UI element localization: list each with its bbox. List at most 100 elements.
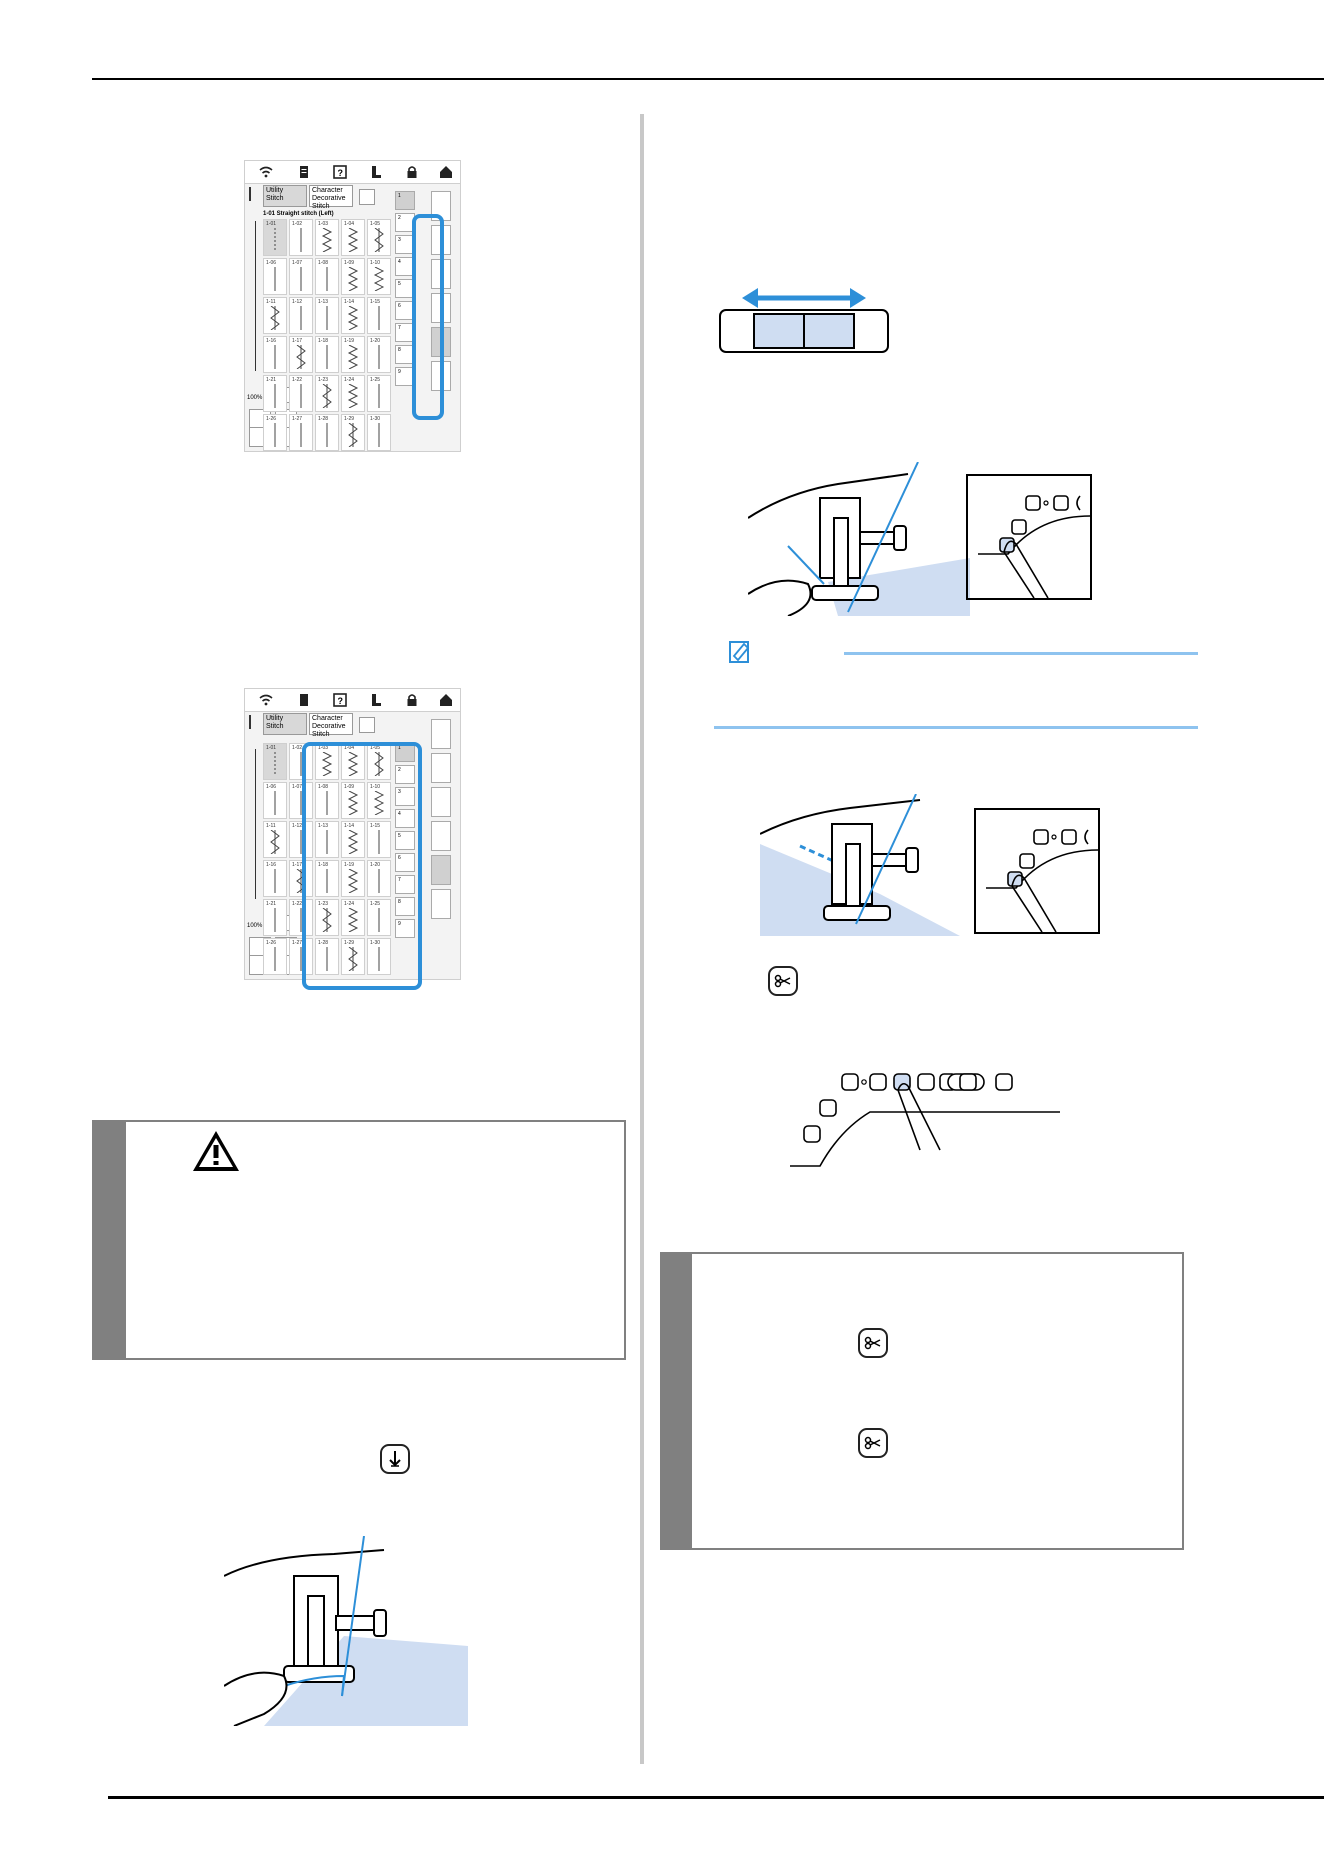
twin-needle-button[interactable] [431, 787, 451, 817]
help-icon[interactable]: ? [333, 165, 347, 179]
stitch-cell[interactable]: 1-23 [315, 899, 339, 936]
lock-icon[interactable] [405, 693, 419, 707]
category-button[interactable]: 8 [395, 897, 415, 916]
thread-cutter-button-note-1[interactable] [858, 1328, 888, 1358]
stitch-cell[interactable]: 1-28 [315, 938, 339, 975]
stitch-cell[interactable]: 1-12 [289, 821, 313, 858]
stitch-cell[interactable]: 1-20 [367, 860, 391, 897]
stitch-cell[interactable]: 1-09 [341, 782, 365, 819]
home-icon[interactable] [439, 165, 453, 179]
stitch-cell[interactable]: 1-01 [263, 743, 287, 780]
stitch-cell[interactable]: 1-09 [341, 258, 365, 295]
tab-character-decorative[interactable]: Character Decorative Stitch [309, 713, 353, 738]
thread-cutter-button[interactable] [768, 966, 798, 996]
stitch-cell[interactable]: 1-03 [315, 743, 339, 780]
stitch-cell[interactable]: 1-06 [263, 782, 287, 819]
page-icon[interactable] [297, 165, 311, 179]
stitch-cell[interactable]: 1-08 [315, 258, 339, 295]
category-button[interactable]: 6 [395, 853, 415, 872]
stitch-cell[interactable]: 1-13 [315, 297, 339, 334]
stitch-cell[interactable]: 1-08 [315, 782, 339, 819]
needle-position-button[interactable] [380, 1444, 410, 1474]
stitch-cell[interactable]: 1-02 [289, 219, 313, 256]
category-button[interactable]: 3 [395, 787, 415, 806]
stitch-cell[interactable]: 1-16 [263, 860, 287, 897]
category-button[interactable]: 6 [395, 301, 415, 320]
stitch-cell[interactable]: 1-17 [289, 336, 313, 373]
stitch-cell[interactable]: 1-04 [341, 219, 365, 256]
stitch-book-button[interactable] [359, 717, 375, 733]
category-button[interactable]: 4 [395, 809, 415, 828]
stitch-cell[interactable]: 1-26 [263, 938, 287, 975]
presser-foot-icon[interactable] [369, 693, 383, 707]
stitch-cell[interactable]: 1-29 [341, 938, 365, 975]
category-button[interactable]: 2 [395, 765, 415, 784]
home-icon[interactable] [439, 693, 453, 707]
memory-button[interactable] [431, 821, 451, 851]
stitch-cell[interactable]: 1-11 [263, 821, 287, 858]
sewing-end-illustration [760, 794, 960, 936]
stitch-cell[interactable]: 1-05 [367, 219, 391, 256]
stitch-cell[interactable]: 1-05 [367, 743, 391, 780]
category-button[interactable]: 7 [395, 875, 415, 894]
stitch-cell[interactable]: 1-21 [263, 375, 287, 412]
tab-character-decorative[interactable]: Character Decorative Stitch [309, 185, 353, 210]
stitch-cell[interactable]: 1-06 [263, 258, 287, 295]
stitch-cell[interactable]: 1-18 [315, 336, 339, 373]
stitch-cell[interactable]: 1-15 [367, 821, 391, 858]
stitch-cell[interactable]: 1-07 [289, 258, 313, 295]
page-icon[interactable] [297, 693, 311, 707]
stitch-cell[interactable]: 1-30 [367, 938, 391, 975]
stitch-cell[interactable]: 1-17 [289, 860, 313, 897]
category-button[interactable]: 1 [395, 191, 415, 210]
lock-icon[interactable] [405, 165, 419, 179]
single-double-button[interactable] [431, 719, 451, 749]
category-button[interactable]: 8 [395, 345, 415, 364]
stitch-cell[interactable]: 1-30 [367, 414, 391, 451]
stitch-cell[interactable]: 1-07 [289, 782, 313, 819]
category-button[interactable]: 5 [395, 279, 415, 298]
stitch-cell[interactable]: 1-21 [263, 899, 287, 936]
wifi-icon[interactable] [259, 693, 273, 707]
stitch-cell[interactable]: 1-24 [341, 899, 365, 936]
stitch-cell[interactable]: 1-19 [341, 860, 365, 897]
thread-cutter-button-note-2[interactable] [858, 1428, 888, 1458]
stitch-cell[interactable]: 1-13 [315, 821, 339, 858]
stitch-cell[interactable]: 1-18 [315, 860, 339, 897]
help-icon[interactable]: ? [333, 693, 347, 707]
stitch-cell[interactable]: 1-22 [289, 375, 313, 412]
category-button[interactable]: 5 [395, 831, 415, 850]
mirror-button[interactable] [431, 753, 451, 783]
tab-utility-stitch[interactable]: Utility Stitch [263, 713, 307, 735]
stitch-cell[interactable]: 1-15 [367, 297, 391, 334]
stitch-cell[interactable]: 1-10 [367, 782, 391, 819]
stitch-cell[interactable]: 1-04 [341, 743, 365, 780]
favorite-button[interactable] [431, 855, 451, 885]
stitch-cell[interactable]: 1-14 [341, 821, 365, 858]
edit-button[interactable] [431, 889, 451, 919]
stitch-cell[interactable]: 1-28 [315, 414, 339, 451]
stitch-cell[interactable]: 1-27 [289, 414, 313, 451]
stitch-cell[interactable]: 1-22 [289, 899, 313, 936]
stitch-cell[interactable]: 1-25 [367, 899, 391, 936]
stitch-cell[interactable]: 1-12 [289, 297, 313, 334]
stitch-cell[interactable]: 1-16 [263, 336, 287, 373]
stitch-cell[interactable]: 1-10 [367, 258, 391, 295]
tab-utility-stitch[interactable]: Utility Stitch [263, 185, 307, 207]
wifi-icon[interactable] [259, 165, 273, 179]
stitch-cell[interactable]: 1-29 [341, 414, 365, 451]
stitch-cell[interactable]: 1-27 [289, 938, 313, 975]
stitch-cell[interactable]: 1-20 [367, 336, 391, 373]
stitch-cell[interactable]: 1-19 [341, 336, 365, 373]
stitch-cell[interactable]: 1-23 [315, 375, 339, 412]
stitch-cell[interactable]: 1-25 [367, 375, 391, 412]
stitch-cell[interactable]: 1-01 [263, 219, 287, 256]
stitch-cell[interactable]: 1-03 [315, 219, 339, 256]
stitch-book-button[interactable] [359, 189, 375, 205]
stitch-cell[interactable]: 1-24 [341, 375, 365, 412]
stitch-cell[interactable]: 1-26 [263, 414, 287, 451]
presser-foot-icon[interactable] [369, 165, 383, 179]
category-button[interactable]: 9 [395, 919, 415, 938]
stitch-cell[interactable]: 1-14 [341, 297, 365, 334]
stitch-cell[interactable]: 1-11 [263, 297, 287, 334]
